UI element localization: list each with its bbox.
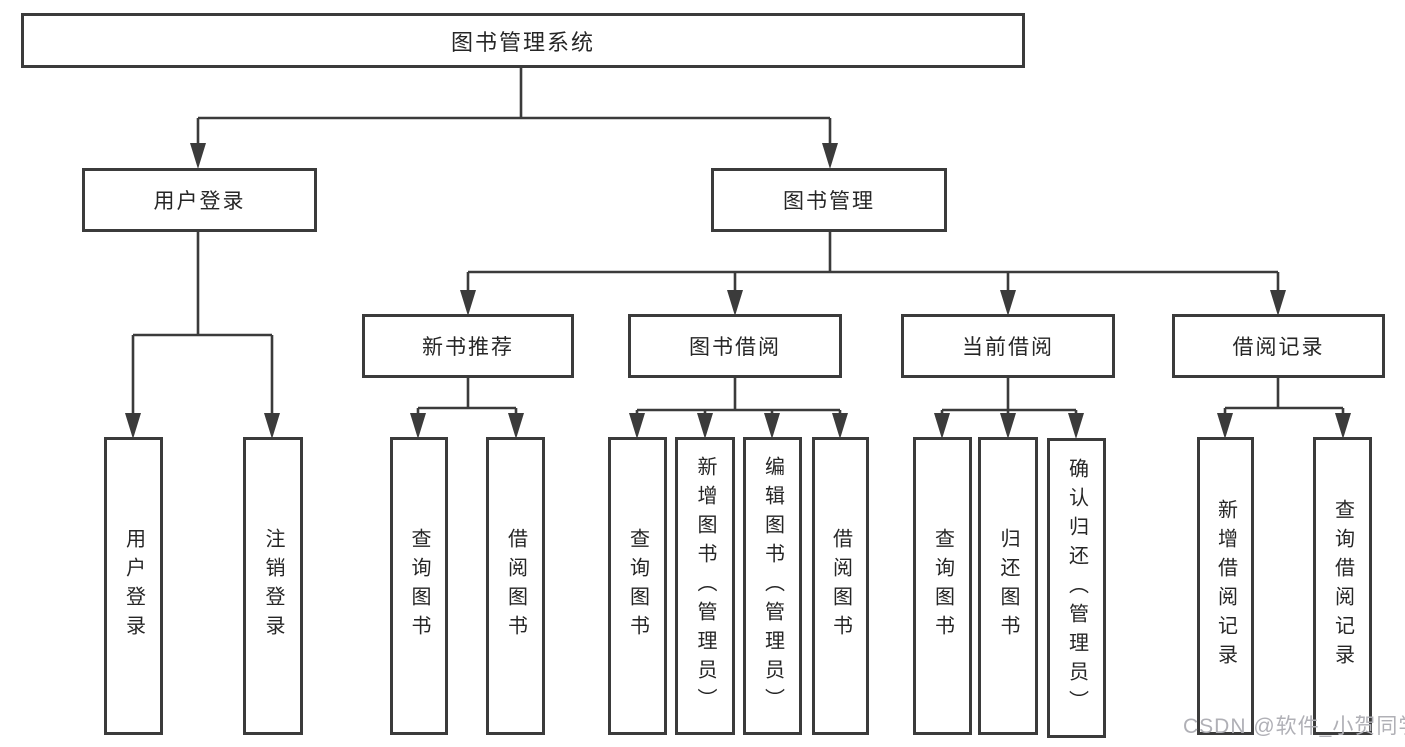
node-label: 编辑图书（管理员） xyxy=(761,455,784,717)
leaf-borrow-books: 借阅图书 xyxy=(812,437,869,735)
leaf-return-book: 归还图书 xyxy=(978,437,1038,735)
node-label: 新书推荐 xyxy=(422,336,514,359)
node-label: 查询图书 xyxy=(931,528,954,644)
leaf-confirm-return-admin: 确认归还（管理员） xyxy=(1047,438,1106,738)
node-label: 查询图书 xyxy=(626,528,649,644)
node-label: 图书借阅 xyxy=(689,336,781,359)
node-label: 查询借阅记录 xyxy=(1331,499,1354,673)
node-label: 注销登录 xyxy=(262,528,284,644)
node-user-login: 用户登录 xyxy=(82,168,317,232)
node-label: 用户登录 xyxy=(122,528,145,644)
node-label: 归还图书 xyxy=(997,528,1019,644)
node-library-system: 图书管理系统 xyxy=(21,13,1025,68)
node-label: 借阅记录 xyxy=(1232,336,1325,359)
node-label: 新增图书（管理员） xyxy=(694,455,716,717)
leaf-query-books-current: 查询图书 xyxy=(913,437,972,735)
node-new-book-recommend: 新书推荐 xyxy=(362,314,574,378)
node-book-management: 图书管理 xyxy=(711,168,947,232)
leaf-add-borrow-record: 新增借阅记录 xyxy=(1197,437,1254,735)
leaf-add-book-admin: 新增图书（管理员） xyxy=(675,437,735,735)
leaf-query-books-recommend: 查询图书 xyxy=(390,437,448,735)
leaf-borrow-books-recommend: 借阅图书 xyxy=(486,437,545,735)
node-label: 用户登录 xyxy=(153,190,246,213)
node-label: 借阅图书 xyxy=(829,528,852,644)
leaf-query-books-borrow: 查询图书 xyxy=(608,437,667,735)
arrowhead-icons xyxy=(125,143,1351,439)
node-label: 确认归还（管理员） xyxy=(1065,457,1088,719)
node-label: 图书管理系统 xyxy=(450,29,595,55)
node-label: 查询图书 xyxy=(408,528,430,644)
leaf-logout-login: 注销登录 xyxy=(243,437,303,735)
node-label: 图书管理 xyxy=(783,190,875,213)
node-label: 借阅图书 xyxy=(504,528,527,644)
node-borrow-records: 借阅记录 xyxy=(1172,314,1385,378)
node-label: 当前借阅 xyxy=(962,336,1054,359)
leaf-edit-book-admin: 编辑图书（管理员） xyxy=(743,437,802,735)
node-label: 新增借阅记录 xyxy=(1214,499,1237,673)
node-current-borrow: 当前借阅 xyxy=(901,314,1115,378)
leaf-query-borrow-record: 查询借阅记录 xyxy=(1313,437,1372,735)
leaf-user-login: 用户登录 xyxy=(104,437,163,735)
node-book-borrow: 图书借阅 xyxy=(628,314,842,378)
watermark: CSDN @软件_小贺同学 xyxy=(1183,715,1405,738)
